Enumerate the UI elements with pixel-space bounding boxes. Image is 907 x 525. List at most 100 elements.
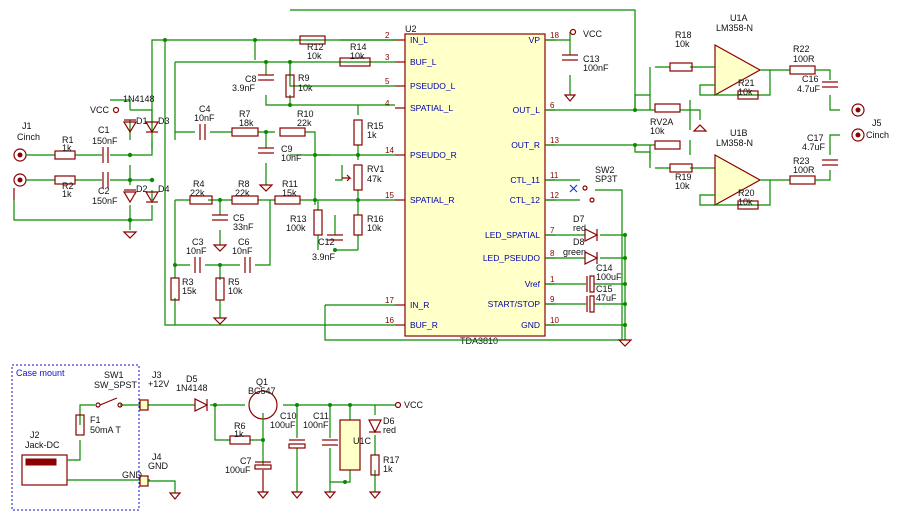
ic-pin-number: 17 [385,296,394,305]
label-r11-val: 15k [282,188,297,198]
label-r13-val: 100k [286,223,306,233]
label-c5-val: 33nF [233,222,254,232]
label-r4-val: 22k [190,188,205,198]
label-r17: R17 [383,455,400,465]
ic-pin-name: Vref [525,279,541,289]
ic-pin-name: START/STOP [488,299,541,309]
label-r22: R22 [793,44,810,54]
label-j1-val: Cinch [17,132,40,142]
power-wiring [21,390,402,500]
input-wiring [13,39,395,239]
label-r1: R1 [62,135,74,145]
label-c6: C6 [238,237,250,247]
label-rv1: RV1 [367,164,384,174]
label-c2: C2 [98,186,110,196]
ic-right-pins: 18VP6OUT_L13OUT_R11CTL_1112CTL_127LED_SP… [483,31,560,330]
label-c1: C1 [98,125,110,135]
label-c6-val: 10nF [232,246,253,256]
ic-pin-name: IN_L [410,35,428,45]
label-c3-val: 10nF [186,246,207,256]
label-j2-val: Jack-DC [25,440,60,450]
label-r20-val: 10k [738,197,753,207]
label-sw2-val: SP3T [595,174,618,184]
ic-pin-number: 14 [385,146,394,155]
label-c14: C14 [596,263,613,273]
label-r5: R5 [228,277,240,287]
ic-pin-number: 5 [385,77,390,86]
ic-pin-name: CTL_12 [510,195,541,205]
label-j1: J1 [22,121,32,131]
label-c17: C17 [807,133,824,143]
ic-pin-name: OUT_R [511,140,540,150]
label-j5-val: Cinch [866,130,889,140]
ic-pin-number: 6 [550,101,555,110]
label-r14-val: 10k [350,51,365,61]
label-c1-val: 150nF [92,136,118,146]
label-r14: R14 [350,42,367,52]
ic-pin-name: LED_SPATIAL [485,230,540,240]
label-c16: C16 [802,74,819,84]
label-rv2a: RV2A [650,117,673,127]
label-d7-val: red [573,223,586,233]
ic-pin-name: BUF_R [410,320,438,330]
ic-pin-name: SPATIAL_L [410,103,453,113]
ic-pin-number: 1 [550,275,555,284]
output-wiring [545,28,865,347]
label-d8-val: green [563,247,586,257]
ic-pin-name: BUF_L [410,57,437,67]
ic-pin-name: PSEUDO_L [410,81,456,91]
ic-pin-name: LED_PSEUDO [483,253,541,263]
label-r11: R11 [282,179,298,189]
ic-pin-number: 16 [385,316,394,325]
label-r3: R3 [182,277,194,287]
label-u1b-part: LM358-N [716,138,753,148]
ic-u2-part: TDA3810 [460,336,498,346]
label-vcc-in: VCC [90,105,110,115]
label-j4: J4 [152,452,162,462]
label-c13: C13 [583,54,600,64]
label-r12: R12 [307,42,324,52]
label-r7-val: 18k [239,118,254,128]
label-q1: Q1 [256,377,268,387]
label-d5: D5 [186,374,198,384]
ic-pin-number: 18 [550,31,559,40]
label-c10: C10 [280,411,297,421]
ic-pin-number: 10 [550,316,559,325]
ic-pin-number: 2 [385,31,390,40]
label-d3: D3 [158,116,170,126]
label-r5-val: 10k [228,286,243,296]
label-d2: D2 [136,184,148,194]
label-r10-val: 22k [297,118,312,128]
label-rv1-val: 47k [367,174,382,184]
component-labels: J1 Cinch R1 1k R2 1k C1 150nF C2 150nF D… [16,13,889,480]
label-r6-val: 1k [234,429,244,439]
label-r9: R9 [298,73,310,83]
label-u1c: U1C [353,436,372,446]
label-sw1: SW1 [104,370,124,380]
label-r19-val: 10k [675,181,690,191]
label-j2: J2 [30,430,40,440]
label-r23-val: 100R [793,165,815,175]
ic-pin-name: OUT_L [513,105,541,115]
label-c13-val: 100nF [583,63,609,73]
label-j3: J3 [152,370,162,380]
label-c15-val: 47uF [596,293,617,303]
label-c7-val: 100uF [225,465,251,475]
label-r16: R16 [367,214,384,224]
label-c11-val: 100nF [303,420,329,430]
label-j3-val: +12V [148,379,169,389]
label-r7: R7 [239,109,251,119]
label-r20: R20 [738,188,755,198]
ic-pin-number: 12 [550,191,559,200]
label-c10-val: 100uF [270,420,296,430]
label-j4-val: GND [148,461,169,471]
label-f1-val: 50mA T [90,425,121,435]
label-j5: J5 [872,118,882,128]
ic-pin-number: 3 [385,53,390,62]
ic-pin-number: 9 [550,295,555,304]
label-c9: C9 [281,144,293,154]
label-c8-val: 3.9nF [232,83,256,93]
label-r17-val: 1k [383,464,393,474]
label-r22-val: 100R [793,54,815,64]
